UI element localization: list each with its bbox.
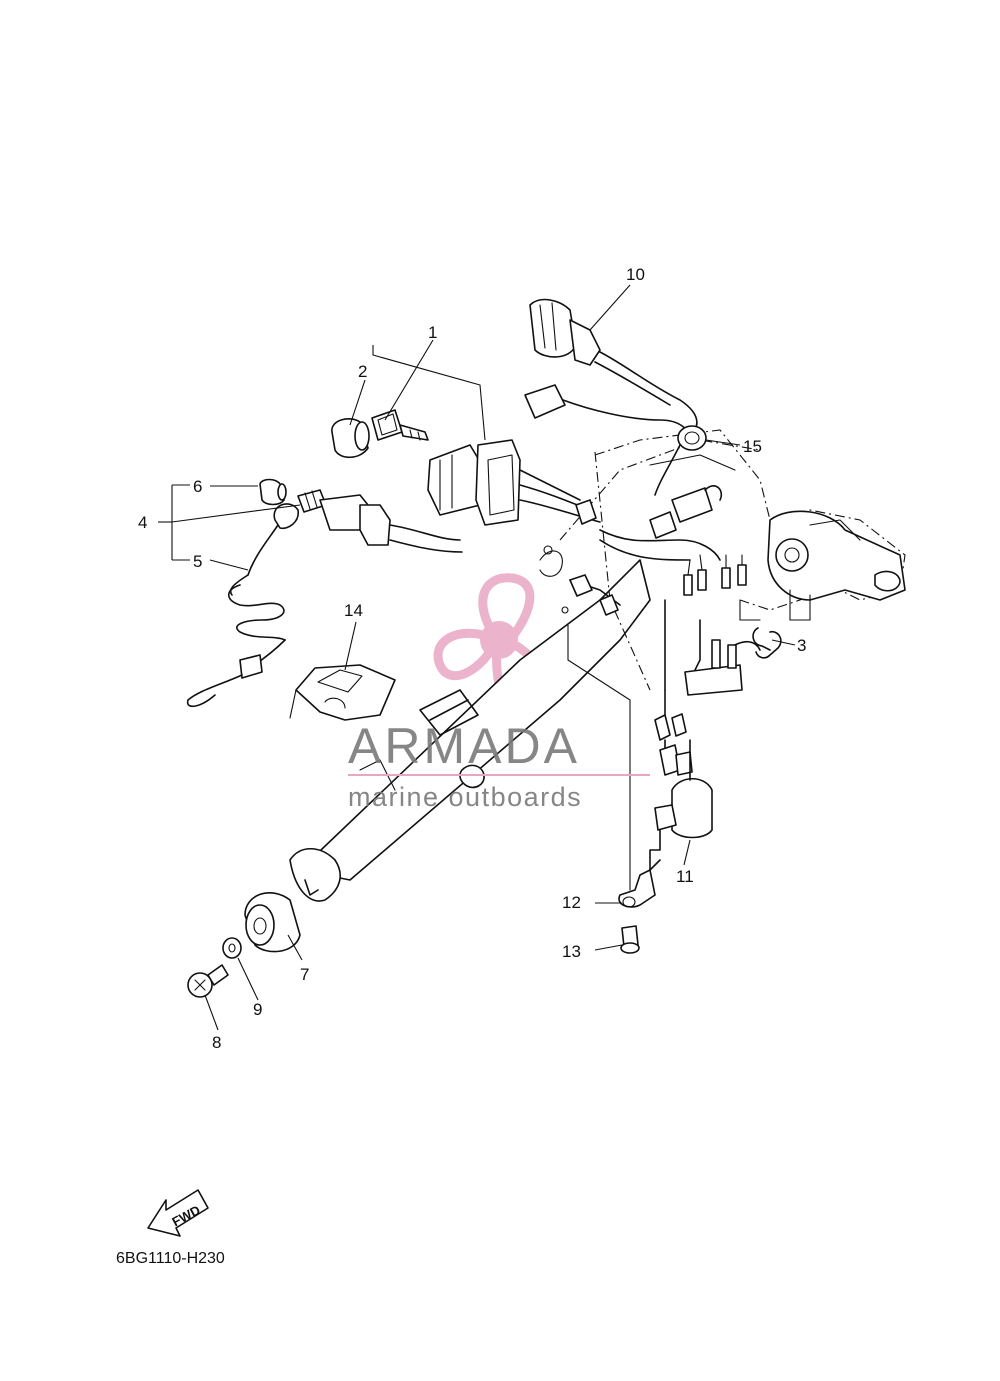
key-icon bbox=[371, 409, 429, 441]
steering-handle bbox=[289, 439, 761, 902]
part-1-main-switch bbox=[427, 439, 601, 526]
part-label-13: 13 bbox=[562, 942, 581, 961]
part-5-lanyard bbox=[186, 524, 286, 708]
part-label-15: 15 bbox=[743, 437, 762, 456]
part-3-clip bbox=[752, 627, 782, 659]
part-11-sensor bbox=[649, 739, 713, 871]
fwd-arrow-icon: FWD bbox=[147, 1189, 209, 1237]
part-7-grip bbox=[244, 891, 301, 953]
part-2-cap bbox=[331, 418, 370, 459]
part-label-14: 14 bbox=[344, 601, 363, 620]
part-14-cover bbox=[289, 664, 396, 721]
watermark-tagline: marine outboards bbox=[348, 782, 582, 812]
part-12-plate bbox=[618, 859, 661, 908]
leader-lines bbox=[158, 284, 796, 1031]
watermark: ARMADA marine outboards bbox=[348, 718, 650, 812]
part-label-4: 4 bbox=[138, 513, 147, 532]
part-15-clamp bbox=[654, 425, 707, 496]
part-label-12: 12 bbox=[562, 893, 581, 912]
diagram-code: 6BG1110-H230 bbox=[116, 1250, 225, 1267]
part-label-10: 10 bbox=[626, 265, 645, 284]
part-9-washer bbox=[222, 937, 242, 959]
part-label-2: 2 bbox=[358, 362, 367, 381]
part-13-bolt bbox=[620, 925, 640, 954]
part-6-clip bbox=[259, 478, 287, 506]
watermark-brand: ARMADA bbox=[348, 718, 580, 774]
part-label-1: 1 bbox=[428, 323, 437, 342]
part-label-6: 6 bbox=[193, 477, 202, 496]
connector-block bbox=[524, 384, 691, 441]
part-label-11: 11 bbox=[676, 867, 694, 886]
part-4-stop-switch bbox=[273, 489, 463, 553]
wire-harness bbox=[569, 485, 761, 776]
part-label-8: 8 bbox=[212, 1033, 221, 1052]
part-label-7: 7 bbox=[300, 965, 309, 984]
part-label-9: 9 bbox=[253, 1000, 262, 1019]
part-label-3: 3 bbox=[797, 636, 806, 655]
bracket-housing bbox=[594, 429, 906, 621]
part-label-5: 5 bbox=[193, 552, 202, 571]
part-number-labels: 1 2 3 4 5 6 7 8 9 10 11 12 13 14 15 bbox=[138, 265, 806, 1052]
part-8-screw bbox=[187, 964, 229, 998]
part-10-connector bbox=[529, 298, 698, 431]
